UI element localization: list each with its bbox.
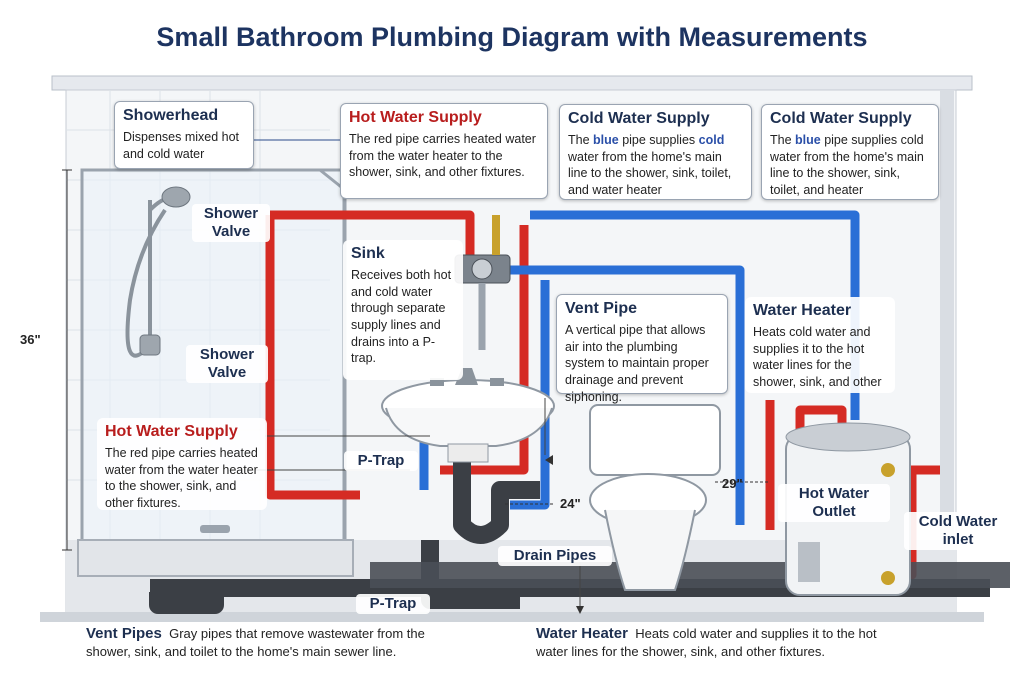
sink-heading: Sink xyxy=(351,245,385,262)
width-measurement: 24" xyxy=(560,496,581,511)
showerhead-callout: Showerhead Dispenses mixed hot and cold … xyxy=(114,101,254,169)
vent-pipes-text-1: Gray pipes that remove wastewater from t… xyxy=(169,626,425,641)
p-trap-label-upper: P-Trap xyxy=(344,451,418,471)
shower-valve-label-top: Shower Valve xyxy=(192,204,270,242)
height-measurement: 36" xyxy=(20,332,41,347)
water-heater-note-text-1: Heats cold water and supplies it to the … xyxy=(635,626,877,641)
hot-water-supply-callout: Hot Water Supply The red pipe carries he… xyxy=(340,103,548,199)
vent-pipes-text-2: shower, sink, and toilet to the home's m… xyxy=(86,643,397,659)
vent-pipes-heading: Vent Pipes xyxy=(86,625,162,642)
sink-callout: Sink Receives both hot and cold water th… xyxy=(343,240,463,380)
vent-pipes-note: Vent Pipes Gray pipes that remove wastew… xyxy=(86,624,506,660)
cold-water-supply-heading-2: Cold Water Supply xyxy=(770,110,912,127)
water-heater-callout: Water Heater Heats cold water and suppli… xyxy=(745,297,895,393)
hot-water-outlet-label: Hot Water Outlet xyxy=(778,484,890,522)
cold-water-supply-callout-2: Cold Water Supply The blue pipe supplies… xyxy=(761,104,939,200)
water-heater-note-text-2: water lines for the shower, sink, and ot… xyxy=(536,643,826,659)
hot-water-supply-left-callout: Hot Water Supply The red pipe carries he… xyxy=(97,418,267,510)
water-heater-description: Heats cold water and supplies it to the … xyxy=(753,325,882,389)
cold-water-supply-description-1: The blue pipe supplies cold water from t… xyxy=(568,133,732,197)
toilet xyxy=(589,404,721,591)
vent-pipe-heading: Vent Pipe xyxy=(565,300,638,317)
cold-water-inlet-label: Cold Water inlet xyxy=(904,512,1012,550)
cold-water-supply-description-2: The blue pipe supplies cold water from t… xyxy=(770,133,924,197)
water-heater-heading: Water Heater xyxy=(753,302,852,319)
sink xyxy=(381,368,555,463)
sink-description: Receives both hot and cold water through… xyxy=(351,268,452,366)
showerhead-heading: Showerhead xyxy=(123,107,219,124)
page-title: Small Bathroom Plumbing Diagram with Mea… xyxy=(156,22,868,52)
shower-valve-label-mid: Shower Valve xyxy=(186,345,268,383)
cold-water-supply-callout-1: Cold Water Supply The blue pipe supplies… xyxy=(559,104,752,200)
hot-water-supply-description: The red pipe carries heated water from t… xyxy=(349,132,536,180)
drain-pipes-label: Drain Pipes xyxy=(498,546,612,566)
cold-water-supply-heading-1: Cold Water Supply xyxy=(568,110,710,127)
water-heater-note: Water Heater Heats cold water and suppli… xyxy=(536,624,956,660)
water-heater-note-heading: Water Heater xyxy=(536,625,628,642)
toilet-measurement: 29" xyxy=(722,476,743,491)
vent-pipe-callout: Vent Pipe A vertical pipe that allows ai… xyxy=(556,294,728,404)
hot-water-supply-left-heading: Hot Water Supply xyxy=(105,423,238,440)
hot-water-supply-left-description: The red pipe carries heated water from t… xyxy=(105,446,258,510)
p-trap-label-lower: P-Trap xyxy=(356,594,430,614)
vent-pipe-description: A vertical pipe that allows air into the… xyxy=(565,323,709,404)
hot-water-supply-heading: Hot Water Supply xyxy=(349,109,482,126)
showerhead-description: Dispenses mixed hot and cold water xyxy=(123,130,240,161)
